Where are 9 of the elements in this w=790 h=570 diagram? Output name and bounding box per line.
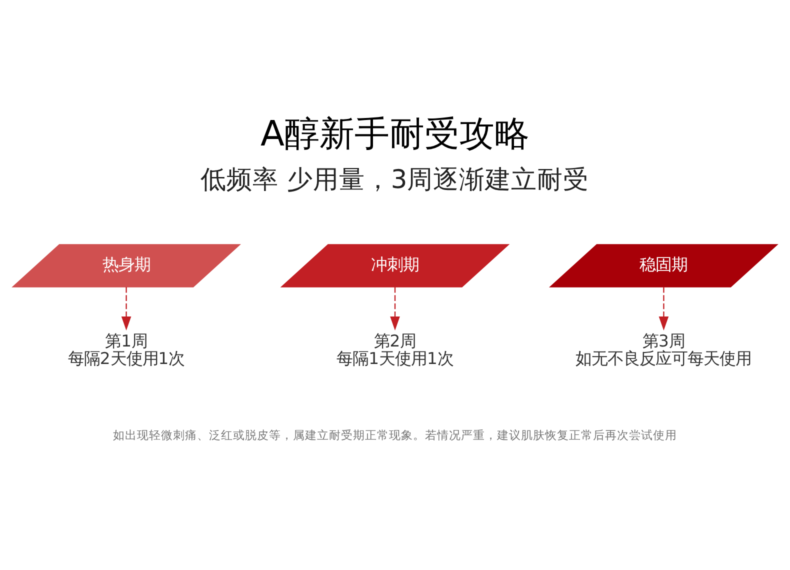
node-text: 第2周 每隔1天使用1次 (336, 332, 454, 368)
label: 如出现轻微刺痛、泛红或脱皮等，属建立耐受期正常现象。若情况严重，建议肌肤恢复正常后再次尝试使用 (113, 428, 678, 442)
arrow (121, 286, 132, 331)
node-text: 第1周 每隔2天使用1次 (68, 332, 185, 368)
arrow (390, 286, 400, 331)
label: 低频率 少用量，3周逐渐建立耐受 (200, 165, 590, 196)
arrow (658, 286, 669, 331)
node-text: 第3周 如无不良反应可每天使用 (576, 332, 752, 368)
diagram-title: A醇新手耐受攻略 (260, 113, 530, 154)
